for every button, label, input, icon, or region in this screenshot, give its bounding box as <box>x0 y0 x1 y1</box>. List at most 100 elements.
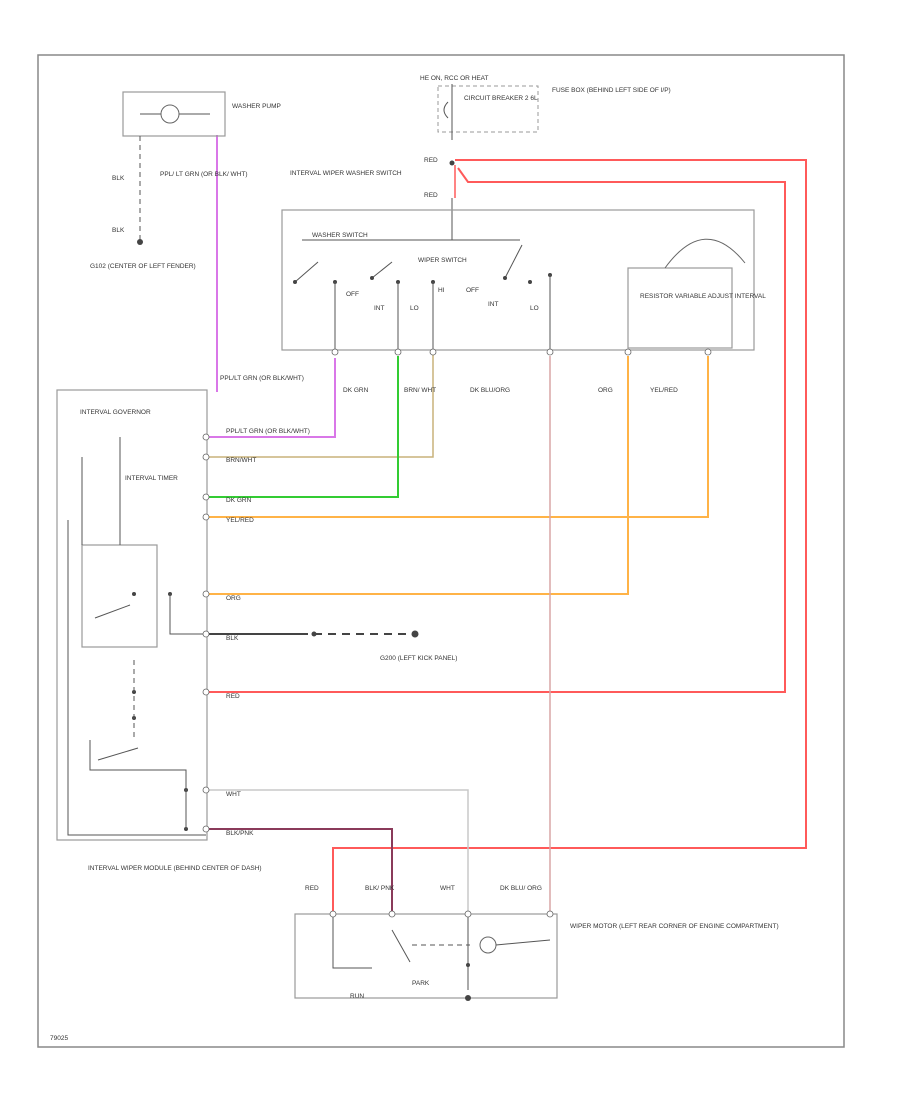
resistor-box <box>627 267 733 349</box>
switch-contact-6 <box>503 276 507 280</box>
wire-blk-pnk <box>206 828 393 912</box>
switch-pos-off-1: OFF <box>346 291 359 298</box>
switch-pos-int-1: INT <box>374 305 385 312</box>
g102-ground-icon <box>137 239 143 245</box>
switch-terminal-5 <box>624 348 632 356</box>
motor-internal-wire-2 <box>495 939 551 946</box>
diagram-code: 79025 <box>50 1035 68 1042</box>
diagram-frame <box>37 54 845 1048</box>
module-pin-2 <box>202 453 210 461</box>
wire-brn-wht <box>206 352 434 458</box>
module-internal-wire-3 <box>67 520 206 836</box>
pump-motor-icon <box>160 104 180 124</box>
motor-title: WIPER MOTOR (LEFT REAR CORNER OF ENGINE … <box>570 923 779 930</box>
switch-contact-3 <box>370 276 374 280</box>
pump-ground-label: G102 (CENTER OF LEFT FENDER) <box>90 263 196 270</box>
switch-pos-int-2: INT <box>488 301 499 308</box>
pump-ground-wire-2: BLK <box>112 227 125 234</box>
motor-internal-wire-1 <box>332 917 372 969</box>
switch-terminal-1 <box>331 348 339 356</box>
switch-pos-lo-2: LO <box>530 305 539 312</box>
relay-contact-2 <box>97 747 139 761</box>
fuse-block-label: FUSE BOX (BEHIND LEFT SIDE OF I/P) <box>552 87 671 94</box>
power-source-label: HE ON, RCC OR HEAT <box>420 75 489 82</box>
module-pin-label-7: RED <box>226 693 240 700</box>
wire-wht <box>206 789 469 912</box>
circuit-breaker-box <box>437 85 539 133</box>
module-pin-1 <box>202 433 210 441</box>
switch-title: INTERVAL WIPER WASHER SWITCH <box>290 170 402 177</box>
pump-ground-wire-1: BLK <box>112 175 125 182</box>
motor-terminal-1 <box>329 910 337 918</box>
module-pins <box>202 433 210 833</box>
module-pin-label-9: BLK/PNK <box>226 830 254 837</box>
power-wire-bottom-label: RED <box>424 192 438 199</box>
wire-red-module <box>206 167 786 693</box>
wire-red-main <box>332 159 807 912</box>
switch-terminal-4 <box>546 348 554 356</box>
module-pin-8 <box>202 786 210 794</box>
module-pin-label-8: WHT <box>226 791 241 798</box>
motor-wire-red: RED <box>305 885 319 892</box>
module-internal-wire-2 <box>89 740 187 829</box>
switch-contact-7 <box>528 280 532 284</box>
wire-label-brn-wht: BRN/ WHT <box>404 387 436 394</box>
g200-ground-icon <box>411 630 419 638</box>
relay-node-1 <box>132 592 136 596</box>
circuit-breaker-icon <box>443 101 449 119</box>
module-pin-label-6: BLK <box>226 635 239 642</box>
motor-wire-wht: WHT <box>440 885 455 892</box>
switch-terminal-2 <box>394 348 402 356</box>
module-governor-label: INTERVAL GOVERNOR <box>80 409 151 416</box>
washer-switch-blade <box>294 261 319 283</box>
wire-label-ppl-lt-grn: PPL/LT GRN (OR BLK/WHT) <box>220 375 304 382</box>
motor-park-switch <box>391 929 411 963</box>
relay-contact-1 <box>94 604 131 619</box>
motor-wire-blk-pnk: BLK/ PNK <box>365 885 395 892</box>
module-pin-5 <box>202 590 210 598</box>
module-relay-box <box>81 544 158 648</box>
splice-dot <box>311 631 317 637</box>
module-timer-label: INTERVAL TIMER <box>125 475 178 482</box>
washer-pump-box <box>122 91 226 137</box>
resistor-label: RESISTOR VARIABLE ADJUST INTERVAL <box>640 293 766 300</box>
circuit-breaker-label: CIRCUIT BREAKER 2 6L <box>464 95 538 102</box>
wire-label-yel-red: YEL/RED <box>650 387 678 394</box>
switch-contact-1 <box>293 280 297 284</box>
module-pin-label-1: PPL/LT GRN (OR BLK/WHT) <box>226 428 310 435</box>
wire-label-dk-grn: DK GRN <box>343 387 369 394</box>
switch-pos-hi: HI <box>438 287 445 294</box>
module-pin-label-4: YEL/RED <box>226 517 254 524</box>
motor-terminal-4 <box>546 910 554 918</box>
g200-ground-label: G200 (LEFT KICK PANEL) <box>380 655 457 662</box>
motor-wire-dk-blu-org: DK BLU/ ORG <box>500 885 542 892</box>
module-pin-6 <box>202 630 210 638</box>
motor-node-1 <box>466 963 470 967</box>
wire-dk-grn <box>206 356 399 498</box>
wire-violet-module <box>206 358 336 438</box>
wiper-switch-blade-2 <box>504 244 523 279</box>
wire-org <box>206 356 629 595</box>
wiper-motor-box <box>294 913 558 999</box>
wiper-switch-label: WIPER SWITCH <box>418 257 467 264</box>
power-wire-top-label: RED <box>424 157 438 164</box>
wire-label-dk-blu-org: DK BLU/ORG <box>470 387 510 394</box>
module-pin-9 <box>202 825 210 833</box>
switch-terminal-6 <box>704 348 712 356</box>
module-pin-label-3: DK GRN <box>226 497 252 504</box>
module-box <box>56 389 208 841</box>
switch-pos-lo-1: LO <box>410 305 419 312</box>
module-pin-label-2: BRN/WHT <box>226 457 256 464</box>
wiper-switch-blade-1 <box>371 261 393 279</box>
wire-yel-red <box>206 356 709 518</box>
switch-box <box>281 209 755 351</box>
switch-terminal-3 <box>429 348 437 356</box>
motor-run-label: RUN <box>350 993 364 1000</box>
motor-terminal-2 <box>388 910 396 918</box>
power-node-icon <box>449 160 455 166</box>
module-internal-wire-1 <box>169 594 206 635</box>
motor-terminal-3 <box>464 910 472 918</box>
motor-park-label: PARK <box>412 980 430 987</box>
washer-switch-label: WASHER SWITCH <box>312 232 368 239</box>
